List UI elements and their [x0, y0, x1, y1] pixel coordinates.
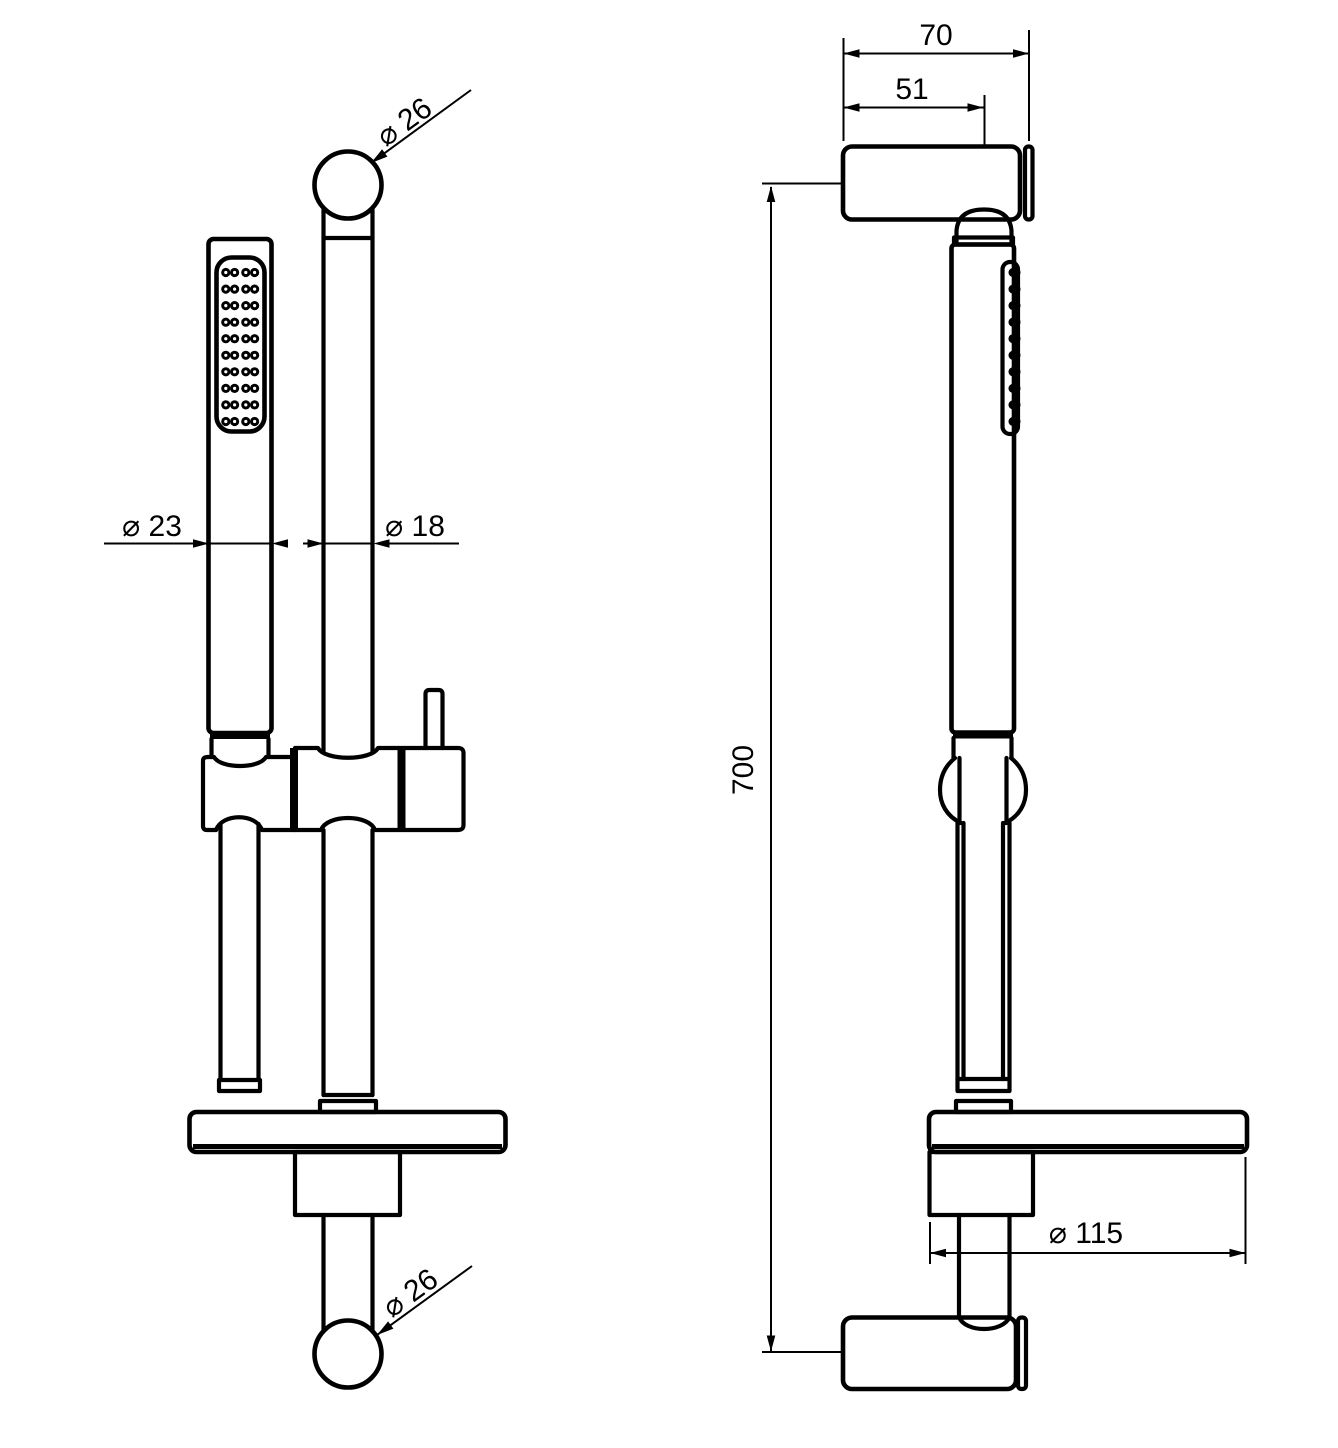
side-dimensions: 70 51 700 ⌀ 115: [727, 19, 1247, 1353]
front-wall-flange: [187, 1098, 508, 1333]
side-rail-and-hose: [955, 820, 1012, 1094]
front-bottom-knob: [312, 1318, 384, 1390]
dim-rail-diameter: ⌀ 18: [303, 510, 459, 548]
side-top-bracket: [840, 144, 1035, 247]
front-mounting-block: [292, 1149, 403, 1218]
side-mounting-block: [927, 1149, 1036, 1218]
dim-bottom-knob-diameter: ⌀ 26: [376, 1262, 473, 1336]
front-view: [187, 149, 508, 1390]
dim-hand-shower-diameter: ⌀ 23: [104, 510, 288, 548]
dim-bracket-center-offset: 51: [843, 73, 986, 145]
dim-label-rail: ⌀ 18: [385, 510, 445, 543]
front-slider-bracket: [200, 687, 466, 833]
front-top-knob: [312, 149, 384, 221]
front-spray-face: [214, 255, 267, 434]
dim-label-rail-length: 700: [727, 745, 760, 795]
front-hose: [216, 821, 263, 1094]
front-locking-pin: [423, 687, 445, 751]
front-hand-shower: [206, 236, 274, 760]
dim-rail-length: 700: [727, 182, 841, 1353]
dim-top-knob-diameter: ⌀ 26: [370, 89, 472, 164]
side-bottom-bracket: [840, 1314, 1029, 1392]
side-wall-flange: [926, 1098, 1250, 1320]
dim-label-bottom-knob: ⌀ 26: [377, 1262, 445, 1324]
dim-label-top-knob: ⌀ 26: [371, 91, 439, 153]
side-spray-strip: [1000, 259, 1021, 437]
side-view: [840, 144, 1250, 1392]
dim-label-bracket-offset: 51: [895, 73, 928, 106]
side-hand-shower: [949, 242, 1021, 761]
dim-label-flange-diameter: ⌀ 115: [1049, 1217, 1123, 1250]
front-spray-nozzles: [221, 267, 260, 427]
front-rail: [321, 206, 375, 1098]
dim-label-hand-shower: ⌀ 23: [122, 510, 182, 543]
dim-flange-diameter: ⌀ 115: [929, 1157, 1247, 1264]
dim-bracket-depth: 70: [842, 19, 1030, 141]
dim-label-bracket-depth: 70: [919, 19, 952, 52]
side-slider-bracket: [937, 755, 1029, 826]
